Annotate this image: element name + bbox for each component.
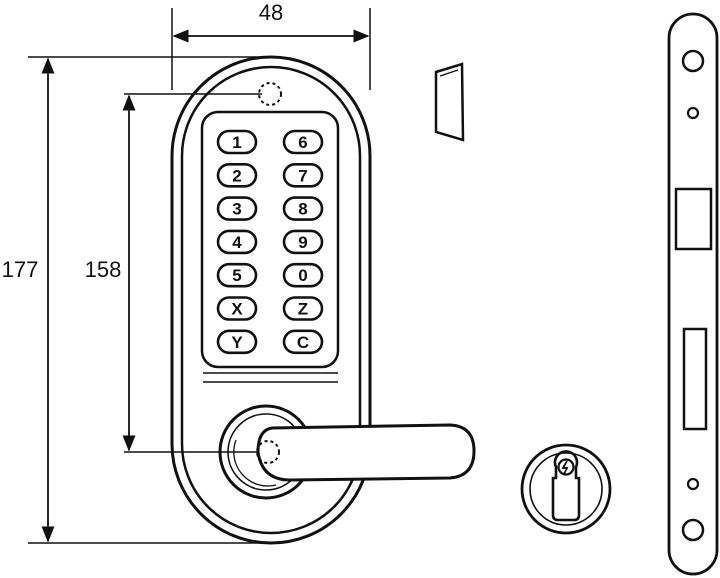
keypad-key-button[interactable]: [216, 296, 258, 321]
keypad-key-label: 2: [232, 166, 241, 185]
keypad-key-label: Y: [231, 333, 243, 352]
keypad-key-6[interactable]: 6: [282, 129, 324, 155]
keypad-key-5[interactable]: 5: [216, 262, 258, 288]
keypad-key-button[interactable]: [282, 329, 324, 355]
forend-plate: [667, 12, 719, 576]
forend-screw-top: [681, 49, 705, 73]
keyhole-icon: [557, 458, 575, 476]
forend-hole-top: [686, 106, 700, 120]
keypad-key-label: 8: [298, 200, 307, 219]
euro-cylinder-icon: [520, 443, 612, 535]
keypad-key-button[interactable]: [282, 163, 324, 188]
lock-front-plate: 1 2 3 4 5XY 6 7 8 9 0ZC: [170, 55, 476, 545]
cylinder-rose-inner: [529, 452, 603, 526]
outer-plate: [170, 55, 372, 545]
keypad-key-button[interactable]: [216, 229, 258, 255]
keypad-key-y[interactable]: Y: [216, 329, 258, 355]
lever-handle-icon[interactable]: [256, 423, 476, 482]
keypad-key-0[interactable]: 0: [282, 262, 324, 288]
keypad-key-label: 7: [298, 166, 307, 185]
keypad-key-button[interactable]: [282, 196, 324, 221]
keypad-key-label: C: [297, 333, 309, 352]
total-height-dimension: 177: [2, 56, 270, 544]
keypad-key-label: 4: [232, 233, 242, 252]
forend-screw-bottom: [681, 518, 705, 542]
keypad-key-label: 5: [232, 266, 241, 285]
keypad-key-button[interactable]: [216, 129, 258, 155]
keypad-panel: [200, 110, 340, 369]
keypad-height-label: 158: [85, 257, 122, 282]
total-height-label: 177: [2, 257, 39, 282]
top-screw-icon: [258, 82, 282, 106]
cylinder-profile: [551, 450, 581, 522]
keypad-key-4[interactable]: 4: [216, 229, 258, 255]
keypad-key-x[interactable]: X: [216, 296, 258, 321]
keypad-key-button[interactable]: [282, 296, 324, 321]
keypad-key-label: X: [231, 300, 243, 319]
keypad-key-button[interactable]: [216, 196, 258, 221]
keypad-key-9[interactable]: 9: [282, 229, 324, 255]
keypad-key-label: 0: [298, 266, 307, 285]
keypad-key-1[interactable]: 1: [216, 129, 258, 155]
cylinder-rose-outer: [520, 443, 612, 535]
mortise-lock-body-icon: [667, 12, 719, 576]
keypad-key-label: Z: [298, 300, 308, 319]
keypad-key-2[interactable]: 2: [216, 163, 258, 188]
lever-rose-shadow: [233, 439, 277, 487]
keypad-key-button[interactable]: [216, 163, 258, 188]
forend-hole-bottom: [686, 477, 700, 491]
keyway-icon: [561, 460, 569, 475]
keypad-key-button[interactable]: [282, 229, 324, 255]
keypad-key-7[interactable]: 7: [282, 163, 324, 188]
keypad-key-label: 3: [232, 200, 241, 219]
keypad-key-button[interactable]: [282, 262, 324, 288]
keypad-key-label: 9: [298, 233, 307, 252]
keypad-key-z[interactable]: Z: [282, 296, 324, 321]
keypad-keys: 1 2 3 4 5XY 6 7 8 9 0ZC: [216, 129, 324, 355]
keypad-key-c[interactable]: C: [282, 329, 324, 355]
keypad-key-8[interactable]: 8: [282, 196, 324, 221]
keypad-key-3[interactable]: 3: [216, 196, 258, 221]
keypad-key-button[interactable]: [282, 129, 324, 155]
keypad-height-dimension: 158: [85, 93, 262, 453]
keypad-key-button[interactable]: [216, 329, 258, 355]
dead-bolt-opening: [682, 327, 708, 431]
strike-plate-icon: [434, 62, 465, 142]
keypad-key-label: 1: [232, 133, 241, 152]
latch-bolt-opening: [674, 187, 713, 251]
spindle-screw-icon: [256, 440, 280, 464]
keypad-key-label: 6: [298, 133, 307, 152]
keypad-key-button[interactable]: [216, 262, 258, 288]
width-dimension: 48: [171, 0, 371, 90]
inner-plate: [180, 65, 362, 535]
width-label: 48: [259, 0, 283, 25]
